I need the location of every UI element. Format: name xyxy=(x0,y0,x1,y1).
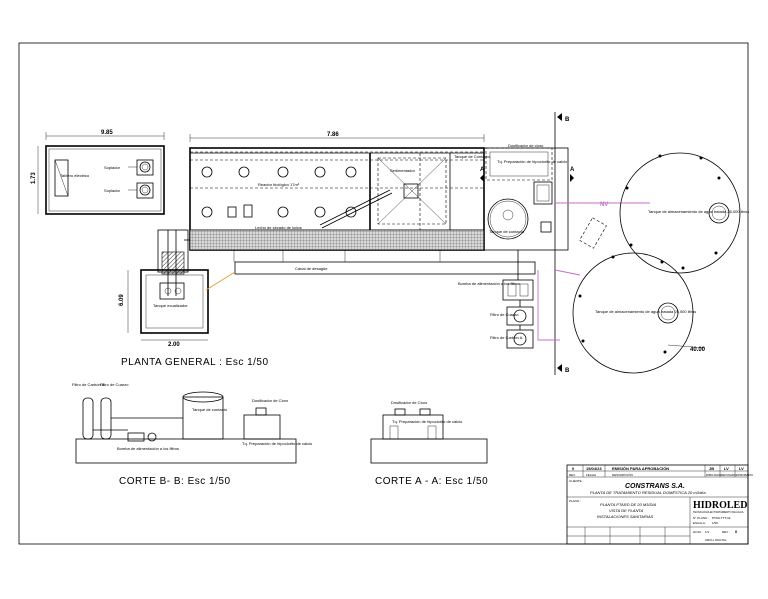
label-ecualizador: Tanque ecualizador xyxy=(153,303,188,308)
corte-b-filtro-carbon: Filtro de Carbón A. xyxy=(72,382,105,387)
tb-rev-by: JB xyxy=(709,466,714,471)
dim-609: 6.09 xyxy=(119,294,125,306)
tb-hoja: 1/1 xyxy=(705,530,710,534)
tb-rev: 0 xyxy=(735,529,738,534)
tb-plano-1: PLANTA PTARD DE 20 M3/DIA xyxy=(600,502,656,507)
section-b-top: B xyxy=(565,117,570,123)
corte-b-bomba: Bomba de alimentación a los filtros xyxy=(117,446,179,451)
corte-b-dosificador: Dosificador de Cloro xyxy=(252,398,289,403)
label-bomba: Bomba de alimentación a los filtros xyxy=(458,281,520,286)
dim-173: 1.73 xyxy=(31,172,37,184)
label-lecho: Lecho de secado de lodos xyxy=(255,225,302,230)
tb-plano-no-label: N° PLANO : xyxy=(693,516,709,520)
canal-desague xyxy=(234,261,536,275)
corte-b: Filtro de Carbón A. Filtro de Cuarzo Tan… xyxy=(72,382,313,464)
tb-archivo: ARCH. DIGITAL xyxy=(705,538,727,542)
tb-h-rev: REV. xyxy=(569,473,576,477)
treatment-plant: Reactor biológico 17m³ Sedimentador Lech… xyxy=(189,143,569,251)
tb-rev-no: 0 xyxy=(572,466,575,471)
corte-b-tq: Tq. Preparación de hipoclorito de calcio xyxy=(242,441,313,446)
tanque-ecualizador: Tanque ecualizador xyxy=(140,229,209,334)
tb-escala: 1/50 xyxy=(712,521,718,525)
tb-company: CONSTRANS S.A. xyxy=(625,483,685,490)
label-reactor: Reactor biológico 17m³ xyxy=(258,182,300,187)
section-a-right: A xyxy=(570,167,575,173)
label-tanque-alm-2: Tanque de almacenamiento de agua tratada… xyxy=(595,309,696,314)
tb-plano-label: PLANO : xyxy=(569,499,581,503)
tb-h-dib: DIBUJADO xyxy=(706,473,722,477)
plan-title: PLANTA GENERAL : Esc 1/50 xyxy=(121,357,269,368)
tb-h-apr: APROBADO xyxy=(736,473,754,477)
corte-b-title: CORTE B- B: Esc 1/50 xyxy=(119,476,231,487)
tb-brand: HIDROLED xyxy=(693,500,747,511)
label-nv: NV xyxy=(600,202,608,208)
tb-h-fecha: FECHA xyxy=(586,473,596,477)
sheet-border xyxy=(18,42,749,545)
title-block: 0 15/04/23 EMISIÓN PARA APROBACIÓN JB LV… xyxy=(566,464,754,545)
pump-filters: Bomba de alimentación a los filtros Filt… xyxy=(458,250,534,349)
tb-escala-label: ESCALA : xyxy=(693,521,707,525)
tb-rev-desc: EMISIÓN PARA APROBACIÓN xyxy=(612,466,669,471)
tb-plano-3: INSTALACIONES SANITARIAS xyxy=(597,514,654,519)
corte-a-dosificador: Dosificador de Cloro xyxy=(391,400,428,405)
label-filtro-cuarzo: Filtro de Cuarzo xyxy=(490,312,519,317)
tanque-almacenamiento-1: Tanque de almacenamiento de agua tratada… xyxy=(619,152,749,274)
corte-a: Dosificador de Cloro Tq. Preparación de … xyxy=(370,400,488,464)
tb-rev-label: REV : xyxy=(722,530,730,534)
tb-project: PLANTA DE TRATAMIENTO RESIDUAL DOMÉSTICA… xyxy=(590,490,706,495)
corte-a-tq: Tq. Preparación de hipoclorito de calcio xyxy=(392,419,463,424)
tanque-almacenamiento-2: Tanque de almacenamiento de agua tratada… xyxy=(572,252,706,374)
tb-plano-2: VISTA DE PLANTA xyxy=(609,508,643,513)
label-canal: Canal de desagüe xyxy=(295,266,328,271)
dim-4000: 40.00 xyxy=(690,347,706,353)
tb-plano-no: PTAR-TTT-02 xyxy=(712,516,731,520)
dim-786: 7.86 xyxy=(327,132,339,138)
label-soplador-2: Soplador xyxy=(104,188,121,193)
dim-985: 9.85 xyxy=(101,130,113,136)
corte-b-tanque: Tanque de contacto xyxy=(192,407,228,412)
tb-h-desc: DESCRIPCIÓN xyxy=(612,472,633,477)
corte-a-title: CORTE A - A: Esc 1/50 xyxy=(375,476,488,487)
tb-rev-chk: LV xyxy=(724,466,729,471)
section-a-left: A xyxy=(480,167,485,173)
label-filtro-carbon: Filtro de Carbón A. xyxy=(490,335,523,340)
tb-hoja-label: HOJA : xyxy=(693,530,703,534)
tb-cliente-label: CLIENTE : xyxy=(569,479,584,483)
label-tablero: Tablero eléctrico xyxy=(60,173,90,178)
label-soplador-1: Soplador xyxy=(104,165,121,170)
tb-rev-app: LV xyxy=(739,466,744,471)
blower-room: Tablero eléctrico Soplador Soplador xyxy=(45,145,165,215)
label-dosificador-top: Dosificador de cloro xyxy=(508,143,544,148)
tb-brand-sub: TECNOLOGÍA EN TRATAMIENTO DE AGUA xyxy=(693,511,744,514)
label-tanque-alm-1: Tanque de almacenamiento de agua tratada… xyxy=(648,209,749,214)
label-tq-hipoclorito-top: Tq. Preparación de hipoclorito de calcio xyxy=(497,159,568,164)
label-tanque-contacto-top: Tanque de Contacto xyxy=(454,154,491,159)
tb-rev-date: 15/04/23 xyxy=(586,466,602,471)
tb-h-rev2: REVISADO xyxy=(721,473,737,477)
section-b-bottom: B xyxy=(565,368,570,374)
label-tanque-cisterna: Tanque de contacto xyxy=(489,229,525,234)
corte-b-filtro-cuarzo: Filtro de Cuarzo xyxy=(100,382,129,387)
dim-200: 2.00 xyxy=(168,342,180,348)
pad xyxy=(579,217,607,249)
label-sedimentador: Sedimentador xyxy=(390,168,416,173)
